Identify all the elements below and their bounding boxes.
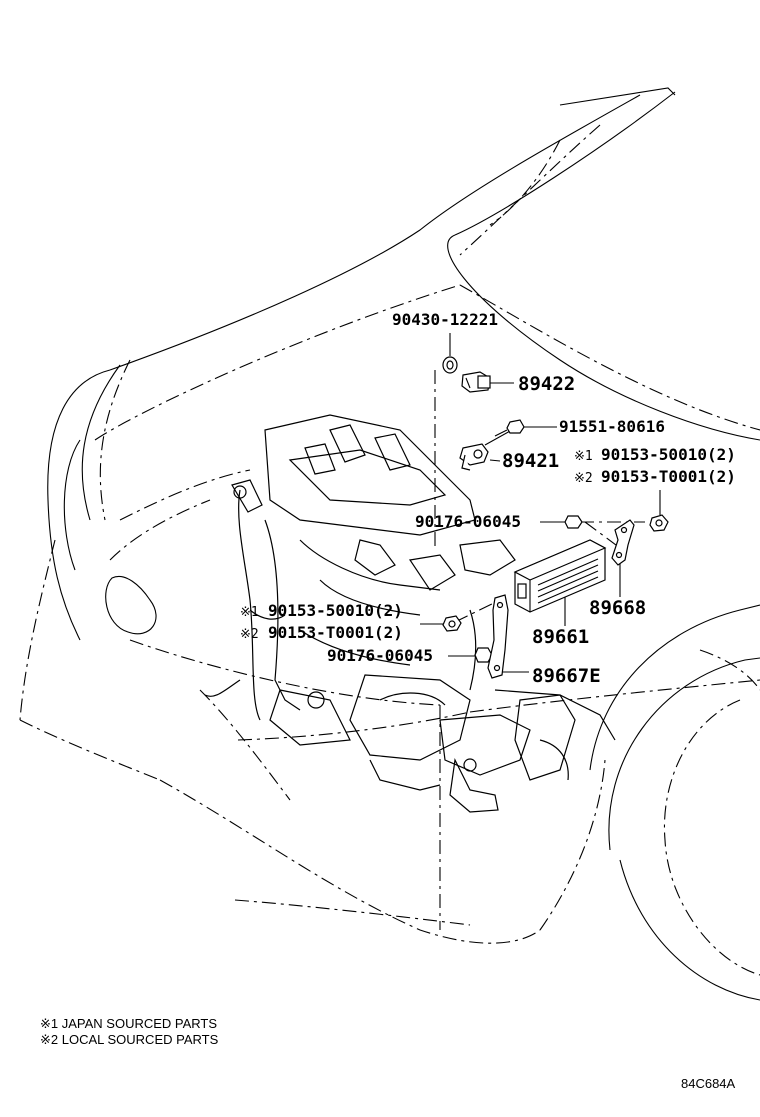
bolt-90153-left (442, 615, 462, 632)
label-left-bolt-2: 90153-T0001(2) (268, 623, 403, 642)
legend-note-2: ※2 LOCAL SOURCED PARTS (40, 1032, 219, 1047)
legend-note-1: ※1 JAPAN SOURCED PARTS (40, 1016, 217, 1031)
car-body-outline (19, 87, 760, 1001)
label-right-bolt-1: 90153-50010(2) (601, 445, 736, 464)
ecu-89661 (513, 539, 607, 613)
legend-notes: ※1 JAPAN SOURCED PARTS ※2 LOCAL SOURCED … (40, 1016, 219, 1047)
left-bolt-mark-2: ※2 (240, 627, 259, 642)
label-91551: 91551-80616 (559, 417, 665, 436)
figure-code: 84C684A (681, 1076, 736, 1091)
right-bolt-mark-1: ※1 (574, 449, 593, 464)
label-left-bolt-1: 90153-50010(2) (268, 601, 403, 620)
left-bolt-mark-1: ※1 (240, 605, 259, 620)
label-89421: 89421 (502, 450, 559, 472)
label-90430: 90430-12221 (392, 310, 498, 329)
label-89661: 89661 (532, 626, 589, 648)
label-right-bolt-2: 90153-T0001(2) (601, 467, 736, 486)
parts (442, 356, 669, 679)
label-89422: 89422 (518, 373, 575, 395)
engine-assembly (204, 414, 616, 813)
label-90176-upper: 90176-06045 (415, 512, 521, 531)
sensor-89421 (459, 443, 489, 471)
label-89668: 89668 (589, 597, 646, 619)
leader-lines (420, 333, 661, 673)
bolt-90153-right (649, 514, 669, 532)
label-89667E: 89667E (532, 665, 601, 687)
bolt-90176-lower (474, 647, 493, 663)
label-90176-lower: 90176-06045 (327, 646, 433, 665)
bolt-91551 (494, 419, 525, 437)
bracket-89668 (611, 519, 635, 566)
right-bolt-mark-2: ※2 (574, 471, 593, 486)
part-labels: 90430-12221 89422 91551-80616 89421 ※1 9… (240, 310, 736, 687)
bracket-89667E (487, 594, 509, 679)
sensor-89422 (461, 371, 491, 393)
gasket-90430 (442, 356, 458, 374)
bolt-90176-upper (564, 515, 583, 529)
